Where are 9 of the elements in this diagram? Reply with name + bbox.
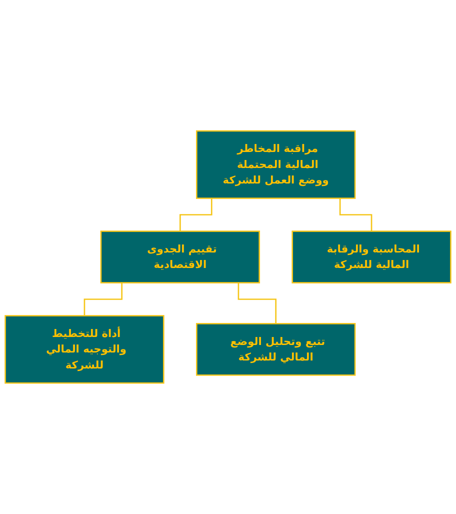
connector: [238, 282, 276, 324]
node-box: تقييم الجدوى الاقتصادية: [100, 230, 260, 284]
node-box: المحاسبة والرقابة المالية للشركة: [292, 230, 452, 284]
connector: [84, 282, 122, 316]
node-box: أداة للتخطيط والتوجيه المالي للشركة: [4, 315, 164, 384]
node-box: مراقبة المخاطر المالية المحتملة ووضع العمل للشركة: [196, 130, 356, 199]
node-box: تتبع وتحليل الوضع المالي للشركة: [196, 322, 356, 376]
connector: [339, 198, 372, 232]
connector: [180, 198, 212, 232]
